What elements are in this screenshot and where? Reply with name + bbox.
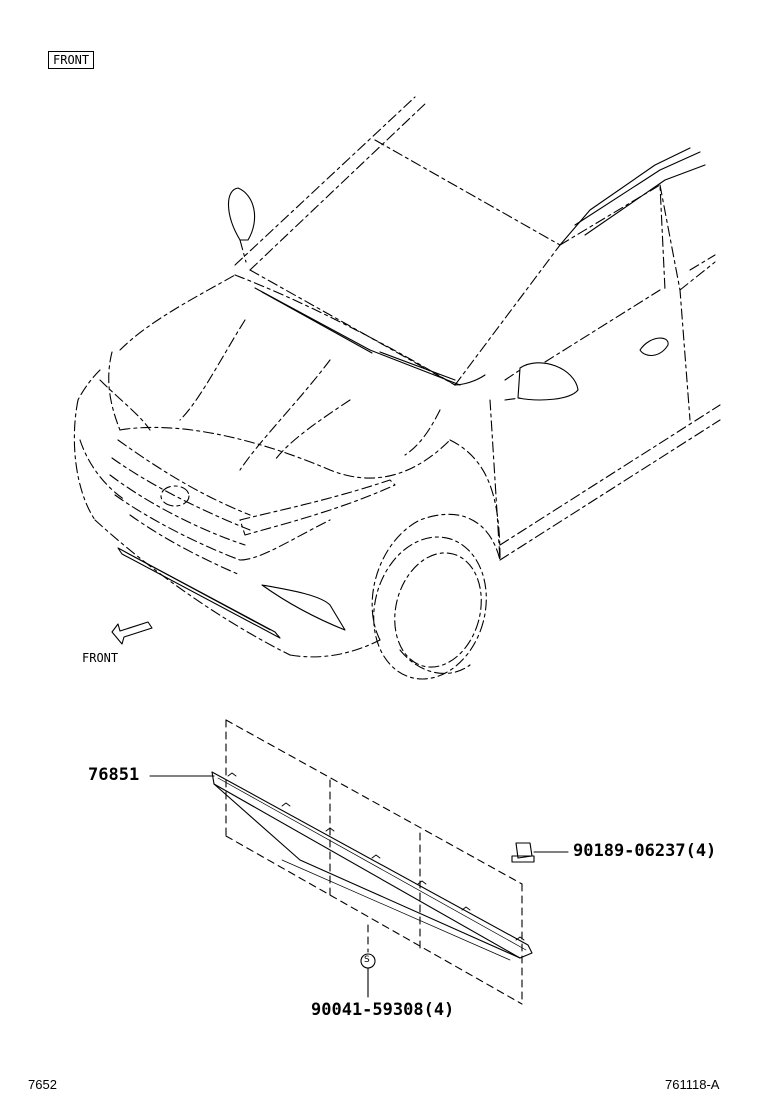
- front-arrow-label: FRONT: [82, 651, 119, 665]
- screw-symbol: S: [364, 955, 370, 965]
- footer-left-code: 7652: [28, 1077, 57, 1092]
- footer-right-code: 761118-A: [665, 1077, 720, 1092]
- front-label-box: FRONT: [48, 51, 95, 69]
- part-number-76851[interactable]: 76851: [88, 765, 140, 785]
- part-number-90189[interactable]: 90189-06237(4): [573, 841, 717, 861]
- part-number-90041[interactable]: 90041-59308(4): [311, 1000, 455, 1020]
